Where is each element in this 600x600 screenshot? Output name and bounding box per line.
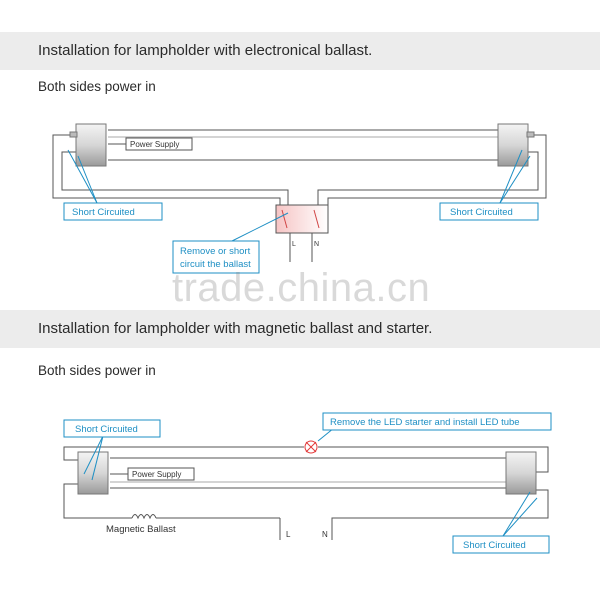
s1-right-cap-pin <box>526 131 535 138</box>
s1-L-label: L <box>292 241 296 248</box>
s2-N-label: N <box>322 530 328 539</box>
s1-remove-line2: circuit the ballast <box>180 259 251 270</box>
section2-diagram <box>63 412 552 554</box>
s2-left-cap <box>77 451 109 495</box>
s2-starter-note-label: Remove the LED starter and install LED t… <box>330 417 520 428</box>
s1-left-cap <box>75 123 107 167</box>
watermark: trade.china.cn <box>172 266 431 310</box>
s2-wire-top-left <box>63 446 304 461</box>
s1-power-supply-label: Power Supply <box>130 140 179 149</box>
section2-title: Installation for lampholder with magneti… <box>38 320 433 337</box>
inductor-coil-icon <box>131 514 157 520</box>
section2-subtitle: Both sides power in <box>38 363 156 378</box>
s1-short-right-label: Short Circuited <box>450 207 513 218</box>
s1-wire-right-inner <box>317 151 539 205</box>
s1-ballast-box <box>275 204 329 234</box>
s1-wire-left-inner <box>61 151 289 205</box>
s2-power-supply-label: Power Supply <box>132 470 181 479</box>
s1-short-left-box <box>63 202 163 221</box>
section1-title: Installation for lampholder with electro… <box>38 42 373 59</box>
section2-header-band <box>0 310 600 348</box>
s2-starter-note-box <box>322 412 552 431</box>
section1-subtitle: Both sides power in <box>38 79 156 94</box>
section1-diagram <box>52 123 547 274</box>
s1-wire-right-loop <box>327 134 547 205</box>
s1-remove-line1: Remove or short <box>180 246 251 257</box>
section1-header-band <box>0 32 600 70</box>
s2-short-top-label: Short Circuited <box>75 424 138 435</box>
s2-wire-N <box>331 489 549 540</box>
s2-L-label: L <box>286 530 291 539</box>
s2-short-bottom-label: Short Circuited <box>463 540 526 551</box>
s1-wire-left-loop <box>52 134 281 205</box>
s1-right-cap <box>497 123 529 167</box>
s2-short-top-box <box>63 419 161 438</box>
s1-short-right-box <box>439 202 539 221</box>
s2-short-bottom-box <box>452 535 550 554</box>
s1-remove-box <box>172 240 260 274</box>
s2-ballast-label: Magnetic Ballast <box>106 524 176 535</box>
s1-N-label: N <box>314 241 319 248</box>
s1-short-left-label: Short Circuited <box>72 207 135 218</box>
s2-wire-bottom-left <box>63 483 132 519</box>
s2-right-cap <box>505 451 537 495</box>
s1-left-cap-pin <box>69 131 78 138</box>
s2-wire-top-right <box>318 446 549 473</box>
